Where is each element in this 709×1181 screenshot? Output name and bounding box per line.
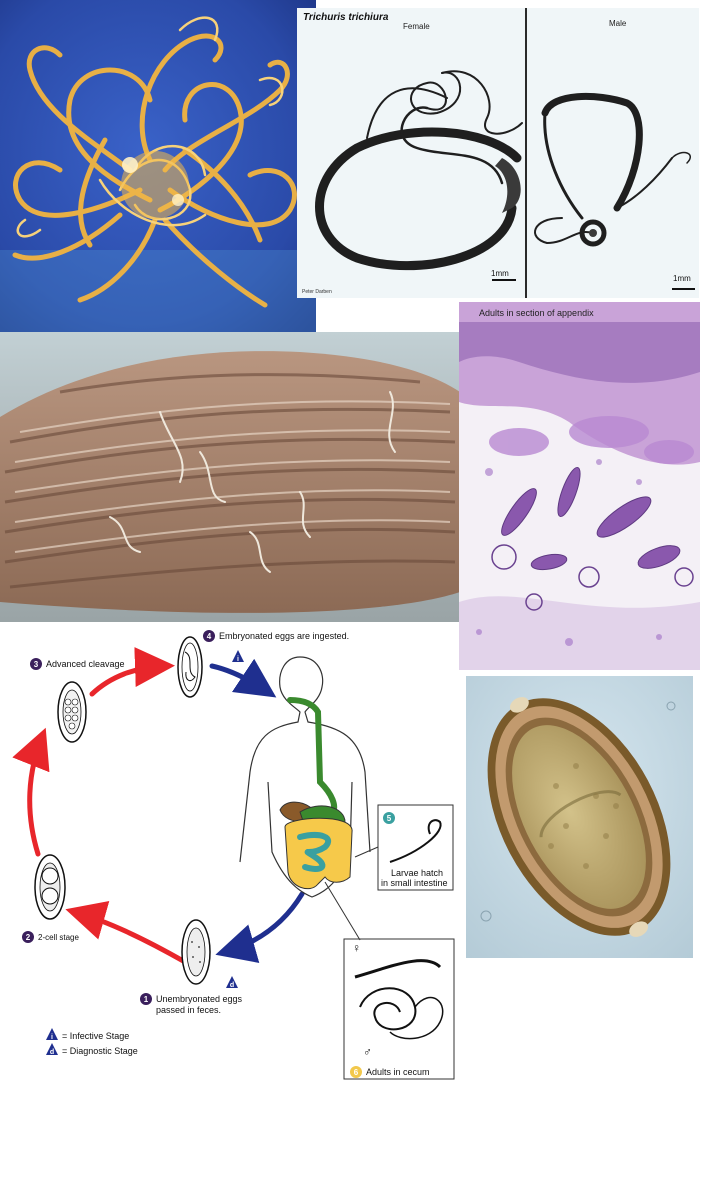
svg-text:6: 6 bbox=[354, 1068, 359, 1077]
egg-stage-2 bbox=[34, 854, 66, 920]
legend-infective: i = Infective Stage bbox=[46, 1028, 129, 1041]
stage-3-text: Advanced cleavage bbox=[46, 659, 125, 669]
species-label: Trichuris trichiura bbox=[303, 12, 389, 23]
svg-text:i: i bbox=[237, 656, 239, 663]
stage-badge-2: 2 bbox=[22, 931, 34, 943]
photo-intestine bbox=[0, 332, 460, 622]
stage-1-text-line1: Unembryonated eggs bbox=[156, 994, 243, 1004]
histology-section: Adults in section of appendix bbox=[459, 302, 700, 670]
histology-caption: Adults in section of appendix bbox=[479, 308, 594, 318]
svg-text:5: 5 bbox=[387, 814, 392, 823]
stage-badge-6: 6 bbox=[350, 1066, 362, 1078]
scale-bar-male: 1mm bbox=[673, 274, 691, 283]
svg-text:4: 4 bbox=[207, 632, 212, 641]
egg-stage-3 bbox=[57, 681, 87, 743]
infective-triangle: i bbox=[232, 650, 244, 663]
svg-text:d: d bbox=[230, 982, 234, 989]
stage-badge-5: 5 bbox=[383, 812, 395, 824]
svg-text:1: 1 bbox=[144, 995, 149, 1004]
svg-text:i: i bbox=[51, 1034, 53, 1041]
stage-badge-3: 3 bbox=[30, 658, 42, 670]
scale-bar-female: 1mm bbox=[491, 269, 509, 278]
stage-2-text: 2-cell stage bbox=[38, 933, 79, 942]
diagnostic-triangle: d bbox=[226, 976, 238, 989]
egg-stage-4 bbox=[177, 636, 203, 698]
photo-worms-blue bbox=[0, 0, 316, 332]
male-symbol: ♂ bbox=[363, 1045, 372, 1059]
svg-text:d: d bbox=[50, 1049, 54, 1056]
svg-text:= Diagnostic Stage: = Diagnostic Stage bbox=[62, 1046, 138, 1056]
male-label: Male bbox=[609, 19, 627, 28]
egg-micrograph bbox=[466, 676, 693, 958]
box-adults bbox=[343, 938, 455, 1080]
stage-4-text: Embryonated eggs are ingested. bbox=[219, 631, 349, 641]
life-cycle-diagram: 1 2 3 4 5 6 Embryonated eggs are ingeste… bbox=[0, 622, 466, 1082]
stage-5-text-line2: in small intestine bbox=[381, 878, 448, 888]
stage-badge-1: 1 bbox=[140, 993, 152, 1005]
female-symbol: ♀ bbox=[352, 941, 361, 955]
micrograph-adults: Trichuris trichiura Female Male 1mm 1mm … bbox=[297, 8, 699, 298]
svg-text:= Infective Stage: = Infective Stage bbox=[62, 1031, 129, 1041]
stage-6-text: Adults in cecum bbox=[366, 1067, 430, 1077]
egg-stage-1 bbox=[181, 919, 211, 985]
stage-1-text-line2: passed in feces. bbox=[156, 1005, 221, 1015]
svg-text:3: 3 bbox=[34, 660, 39, 669]
stage-5-text-line1: Larvae hatch bbox=[391, 868, 443, 878]
legend-diagnostic: d = Diagnostic Stage bbox=[46, 1043, 138, 1056]
stage-badge-4: 4 bbox=[203, 630, 215, 642]
svg-text:2: 2 bbox=[26, 933, 31, 942]
female-label: Female bbox=[403, 22, 430, 31]
photo-credit: Peter Darben bbox=[302, 289, 332, 295]
